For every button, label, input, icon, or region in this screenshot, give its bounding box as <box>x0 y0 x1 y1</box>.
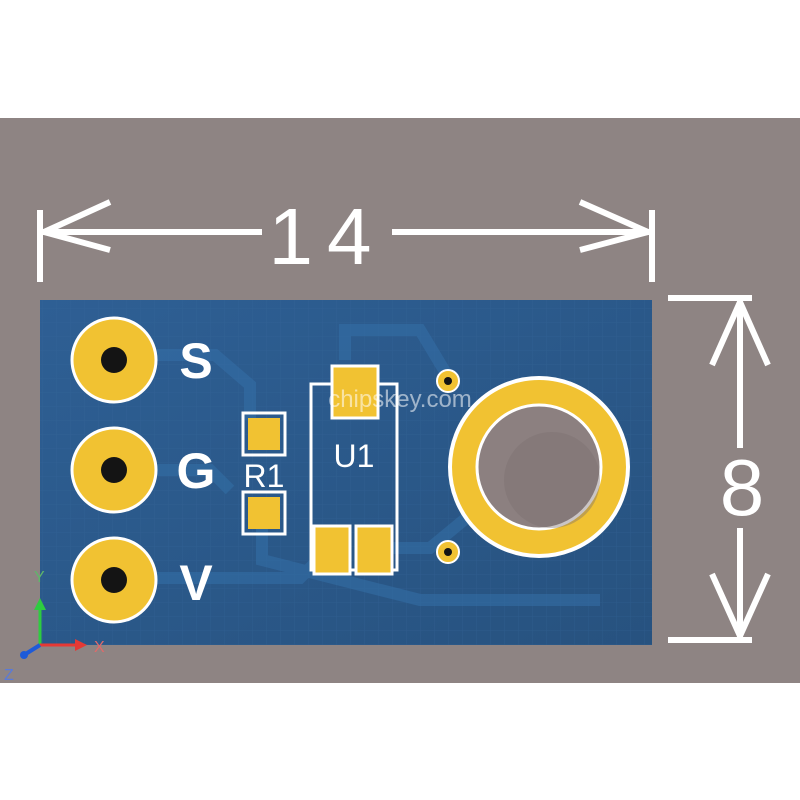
resistor-pad <box>248 418 280 450</box>
width-label: 14 <box>269 192 386 281</box>
height-dimension: 8 <box>668 295 771 643</box>
pin-hole <box>101 457 127 483</box>
chip-u1: U1 <box>309 364 399 576</box>
traces <box>155 324 600 606</box>
via-bottom <box>436 540 460 564</box>
resistor-label: R1 <box>244 458 285 494</box>
pin-s <box>70 316 158 404</box>
axis-indicator: Y X Z <box>4 569 105 684</box>
chip-pad-right <box>354 524 394 576</box>
pin-label-g: G <box>177 443 216 499</box>
axis-x-label: X <box>94 639 105 656</box>
pin-label-v: V <box>179 555 213 611</box>
watermark: chipskey.com <box>328 386 472 413</box>
width-dimension: 14 <box>37 192 655 282</box>
mounting-hole <box>448 376 630 558</box>
axis-y-label: Y <box>34 569 45 586</box>
height-label: 8 <box>720 443 765 532</box>
chip-pad-top <box>330 364 380 420</box>
resistor-pad <box>248 497 280 529</box>
pin-hole <box>101 347 127 373</box>
mounting-hole-center <box>475 403 603 531</box>
axis-z-label: Z <box>4 667 14 684</box>
pin-v <box>70 536 158 624</box>
chip-pad-left <box>312 524 352 576</box>
pin-label-s: S <box>179 333 212 389</box>
resistor-r1: R1 <box>241 411 287 536</box>
chip-label: U1 <box>334 438 375 474</box>
pin-hole <box>101 567 127 593</box>
pin-g <box>70 426 158 514</box>
via-top <box>436 369 460 393</box>
